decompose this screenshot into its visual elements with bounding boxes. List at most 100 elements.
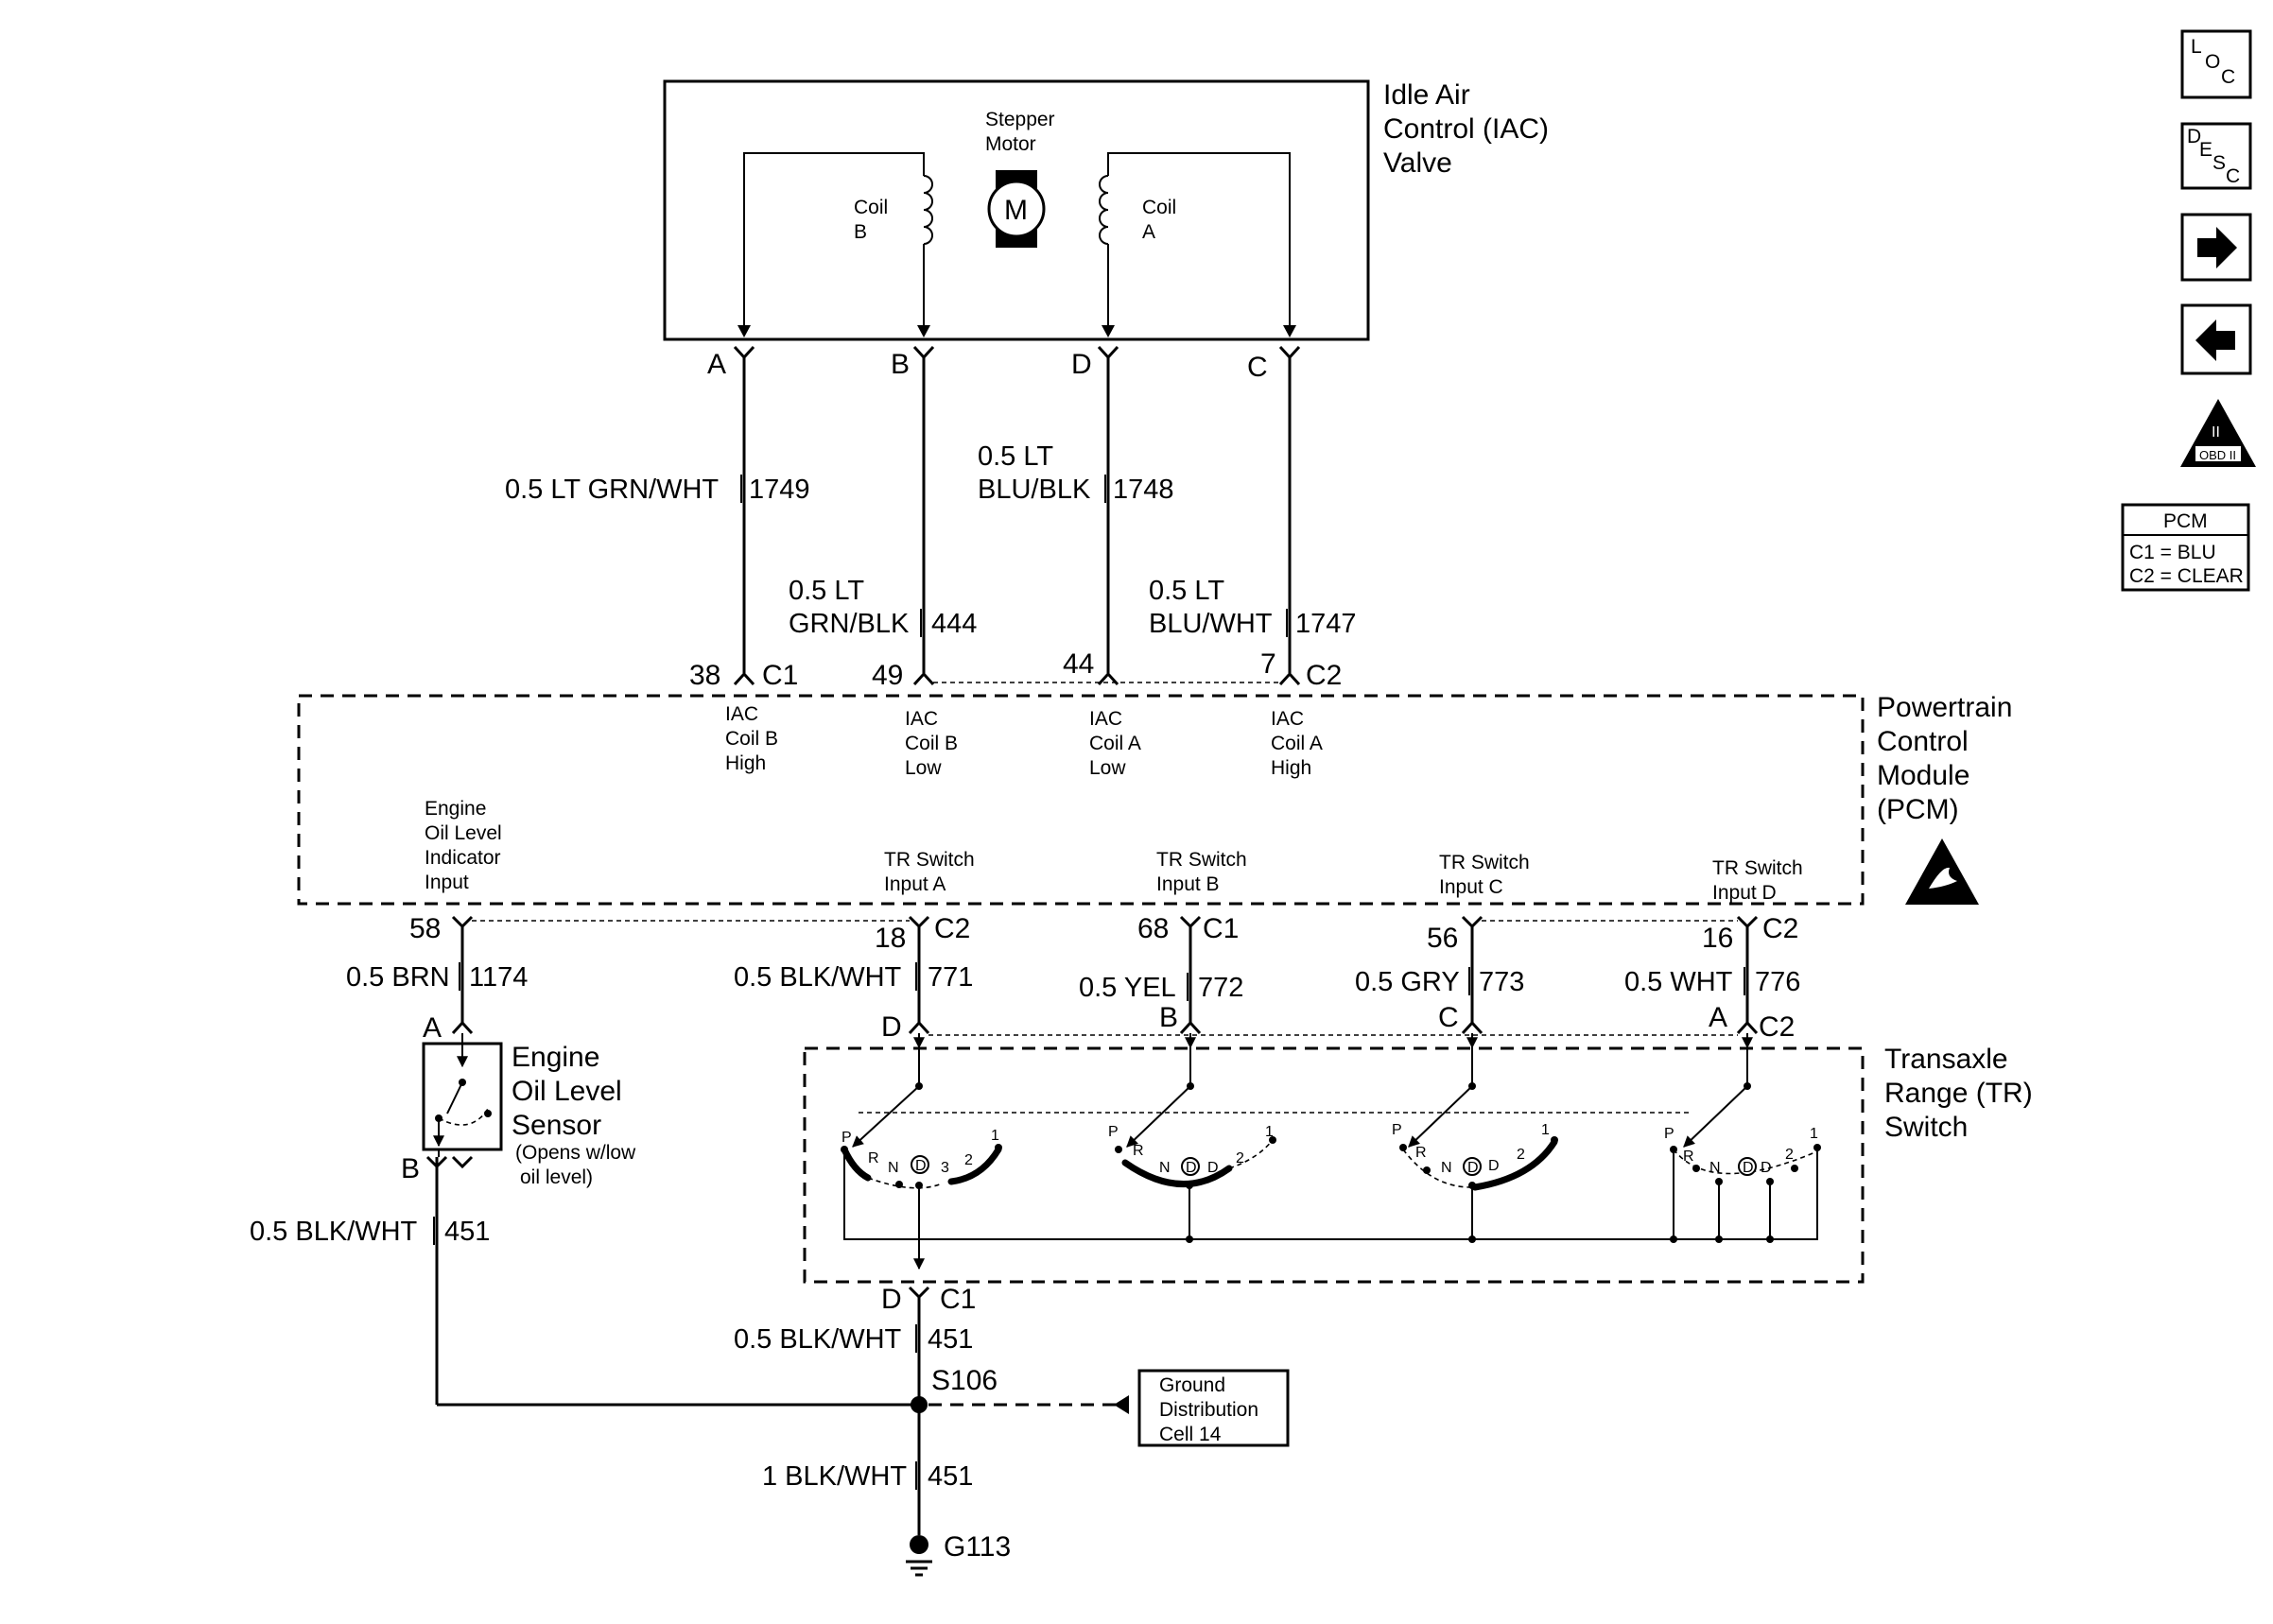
iac-title-line2: Control (IAC) (1383, 113, 1549, 145)
wire-444-circuit: 444 (931, 609, 977, 639)
wire-1747-circuit: 1747 (1295, 609, 1357, 639)
oil-sensor-pin-b: B (401, 1153, 420, 1184)
sw2-2: 2 (1236, 1150, 1244, 1166)
tr-pin-a: A (1709, 1002, 1727, 1033)
tr-bottom-pin-d: D (881, 1284, 902, 1315)
wire-451-tr-circuit: 451 (928, 1324, 973, 1355)
wire-1748-circuit: 1748 (1113, 475, 1174, 505)
loc-button[interactable]: L O C (2180, 29, 2252, 99)
wire-776-circuit: 776 (1755, 967, 1800, 997)
pcm-oil-l4: Input (425, 872, 469, 893)
pcm-iac-1-l1: IAC (725, 703, 758, 725)
sw4-d2: D (1761, 1160, 1772, 1176)
iac-title-line1: Idle Air (1383, 79, 1470, 111)
pcm-iac-4-l2: Coil A (1271, 733, 1323, 754)
ground-distribution-link[interactable]: Ground Distribution Cell 14 (1137, 1369, 1290, 1447)
desc-e: E (2199, 139, 2212, 161)
pcm-tr-a-l2: Input A (884, 873, 946, 895)
tr-common-bus (843, 1148, 1818, 1240)
tr-bottom-conn-c1: C1 (940, 1284, 976, 1315)
oil-sensor-note-1: (Opens w/low (515, 1142, 636, 1164)
ground-g113-label: G113 (944, 1531, 1011, 1563)
wire-772-color: 0.5 YEL (1079, 973, 1176, 1003)
next-page-button[interactable] (2180, 213, 2252, 282)
pcm-conn-c1-top: C1 (762, 660, 798, 691)
pcm-box (297, 694, 1865, 906)
tr-switch: Transaxle Range (TR) Switch D B C A C2 P… (803, 1002, 2033, 1284)
splice-s106 (911, 1396, 928, 1413)
sw2-1: 1 (1265, 1124, 1274, 1140)
tr-title-3: Switch (1884, 1112, 1968, 1143)
iac-valve: Idle Air Control (IAC) Valve Stepper Mot… (663, 79, 1549, 341)
pcm-pin-38: 38 (689, 660, 720, 691)
coil-b-label-1: Coil (854, 197, 888, 218)
ground-dist-l2: Distribution (1159, 1399, 1258, 1421)
oil-sensor-title-1: Engine (512, 1042, 599, 1073)
loc-l: L (2191, 36, 2202, 58)
tr-title-2: Range (TR) (1884, 1078, 2033, 1109)
loc-c: C (2221, 66, 2235, 88)
sw1-2: 2 (964, 1152, 973, 1168)
sw3-r: R (1415, 1145, 1427, 1161)
ground-dist-l3: Cell 14 (1159, 1424, 1222, 1445)
wire-451-oil-color: 0.5 BLK/WHT (250, 1217, 418, 1247)
iac-pin-b: B (891, 349, 910, 380)
pcm-tr-b-l2: Input B (1156, 873, 1220, 895)
pcm-iac-3-l2: Coil A (1089, 733, 1141, 754)
pcm-connector-key[interactable]: PCM C1 = BLU C2 = CLEAR (2121, 503, 2250, 592)
sw1-d: D (915, 1158, 927, 1174)
splice-s106-label: S106 (931, 1365, 998, 1396)
wire-1749-circuit: 1749 (749, 475, 810, 505)
coil-b-label-2: B (854, 221, 867, 243)
coil-a-icon (1099, 175, 1109, 245)
wire-771-circuit: 771 (928, 962, 973, 993)
wire-1748-color-2: BLU/BLK (978, 475, 1091, 505)
tr-title-1: Transaxle (1884, 1044, 2008, 1075)
pcm-conn-c1-b: C1 (1203, 913, 1239, 944)
wire-1747-color-1: 0.5 LT (1149, 576, 1224, 606)
pcm-title-4: (PCM) (1877, 794, 1959, 825)
coil-a-loop (1107, 152, 1291, 336)
sw3-n: N (1441, 1160, 1452, 1176)
sw3-1: 1 (1541, 1122, 1550, 1138)
iac-pin-a: A (707, 349, 726, 380)
sw2-p: P (1108, 1124, 1119, 1140)
oil-sensor-title-2: Oil Level (512, 1076, 622, 1107)
wire-771-color: 0.5 BLK/WHT (734, 962, 902, 993)
pcm-key-title: PCM (2163, 510, 2208, 532)
loc-o: O (2205, 51, 2220, 73)
iac-pin-d: D (1071, 349, 1092, 380)
ground-g113-icon (906, 1535, 932, 1577)
desc-d: D (2187, 126, 2201, 147)
sw1-r: R (868, 1150, 879, 1166)
pcm-module: Powertrain Control Module (PCM) IAC Coil… (297, 692, 2012, 906)
wire-1748-color-1: 0.5 LT (978, 441, 1053, 472)
sw1-n: N (888, 1160, 899, 1176)
sw2-r: R (1133, 1143, 1144, 1159)
sw1-p: P (842, 1130, 852, 1146)
sw1-1: 1 (991, 1128, 999, 1144)
tr-pin-d: D (881, 1011, 902, 1043)
previous-page-button[interactable] (2180, 303, 2252, 375)
obd-ii-button[interactable]: II OBD II (2180, 399, 2256, 467)
pcm-title-3: Module (1877, 760, 1969, 791)
top-wires (733, 345, 1301, 686)
pcm-tr-c-l2: Input C (1439, 876, 1503, 898)
sw3-2: 2 (1517, 1147, 1525, 1163)
wire-776-color: 0.5 WHT (1624, 967, 1733, 997)
motor-symbol: M (1004, 195, 1028, 226)
wire-1749-color: 0.5 LT GRN/WHT (505, 475, 719, 505)
wire-1174-circuit: 1174 (469, 962, 528, 993)
bottom-wires (451, 915, 1759, 1036)
tr-pin-c: C (1438, 1002, 1459, 1033)
sw4-d1: D (1743, 1160, 1754, 1176)
wire-444-color-2: GRN/BLK (789, 609, 910, 639)
desc-button[interactable]: D E S C (2180, 122, 2252, 190)
desc-c: C (2226, 165, 2240, 187)
tr-pin-b: B (1159, 1002, 1178, 1033)
sw4-p: P (1664, 1126, 1674, 1142)
wire-451-ground-circuit: 451 (928, 1461, 973, 1492)
wire-773-color: 0.5 GRY (1355, 967, 1460, 997)
pcm-key-c2: C2 = CLEAR (2129, 565, 2244, 587)
